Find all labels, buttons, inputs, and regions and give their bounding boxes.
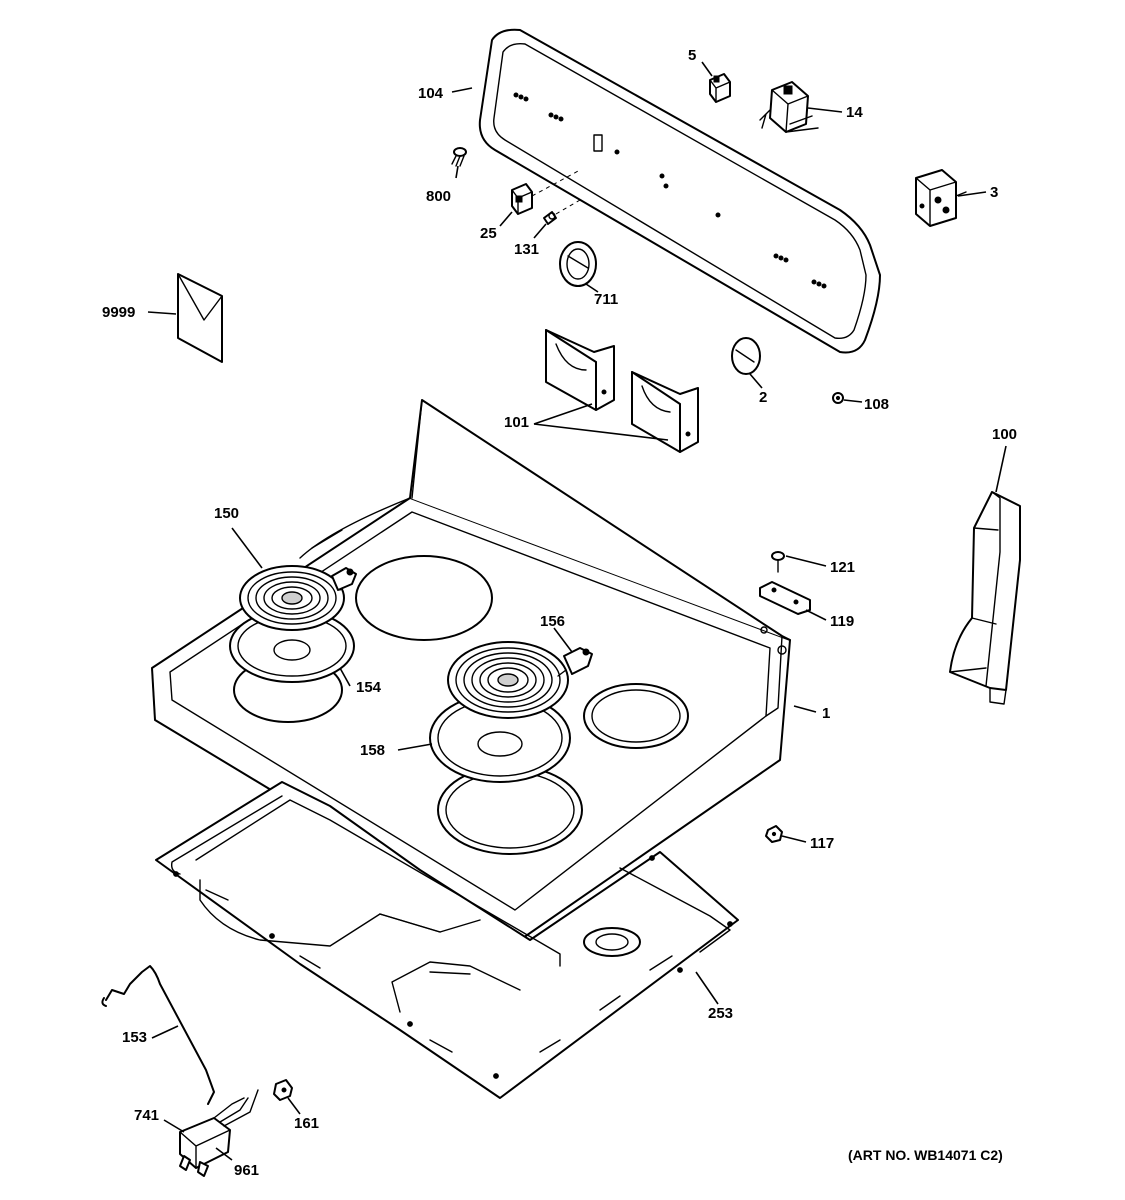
callout-153: 153 — [122, 1029, 147, 1046]
screw-800 — [451, 147, 467, 167]
surface-unit-150 — [239, 565, 353, 631]
drip-pan-158 — [429, 693, 571, 783]
burner-opening-rear-left — [355, 555, 493, 641]
knob-711 — [559, 241, 597, 287]
callout-131: 131 — [514, 241, 539, 258]
knob-2 — [731, 337, 761, 375]
dash-131 — [555, 199, 581, 215]
literature-9999 — [177, 273, 223, 363]
screw-117 — [765, 825, 783, 843]
callout-25: 25 — [480, 225, 497, 242]
callout-741: 741 — [134, 1107, 159, 1124]
dash-25 — [531, 169, 581, 197]
callout-711: 711 — [594, 291, 618, 308]
receptacle-156 — [557, 647, 593, 677]
switch-25 — [511, 183, 533, 215]
receptacle-left — [331, 567, 357, 591]
brackets-101 — [545, 329, 699, 453]
indicator-light-131 — [543, 211, 557, 225]
callout-119: 119 — [830, 613, 854, 630]
terminal-block-741-961 — [179, 1089, 259, 1177]
side-trim-100 — [949, 491, 1021, 705]
bracket-119 — [759, 581, 811, 615]
screw-108 — [832, 392, 844, 404]
callout-1: 1 — [822, 705, 830, 722]
callout-108: 108 — [864, 396, 889, 413]
callout-800: 800 — [426, 188, 451, 205]
callout-100: 100 — [992, 426, 1017, 443]
clip-161 — [273, 1079, 293, 1101]
callout-156: 156 — [540, 613, 565, 630]
callout-14: 14 — [846, 104, 863, 121]
callout-3: 3 — [990, 184, 998, 201]
surface-unit-large — [447, 641, 569, 719]
callout-101: 101 — [504, 414, 529, 431]
leader-lines — [147, 61, 1007, 1161]
art-number: (ART NO. WB14071 C2) — [848, 1147, 1003, 1163]
infinite-switch-3 — [915, 169, 967, 227]
callout-5: 5 — [688, 47, 696, 64]
control-panel-backguard — [478, 28, 881, 354]
callout-121: 121 — [830, 559, 855, 576]
callout-154: 154 — [356, 679, 382, 696]
callout-9999: 9999 — [102, 304, 135, 321]
callout-117: 117 — [810, 835, 834, 852]
infinite-switch-14 — [759, 81, 819, 133]
screw-121 — [771, 551, 785, 573]
wire-153 — [101, 965, 215, 1105]
callout-104: 104 — [418, 85, 444, 102]
burner-opening-rear-right — [583, 683, 689, 749]
callout-161: 161 — [294, 1115, 319, 1132]
callout-150: 150 — [214, 505, 239, 522]
switch-5 — [709, 73, 731, 103]
callout-961: 961 — [234, 1162, 259, 1179]
callout-2: 2 — [759, 389, 767, 406]
bottom-panel-253 — [155, 781, 739, 1099]
callout-253: 253 — [708, 1005, 733, 1022]
callout-158: 158 — [360, 742, 385, 759]
burner-opening-inner-b — [591, 689, 681, 743]
